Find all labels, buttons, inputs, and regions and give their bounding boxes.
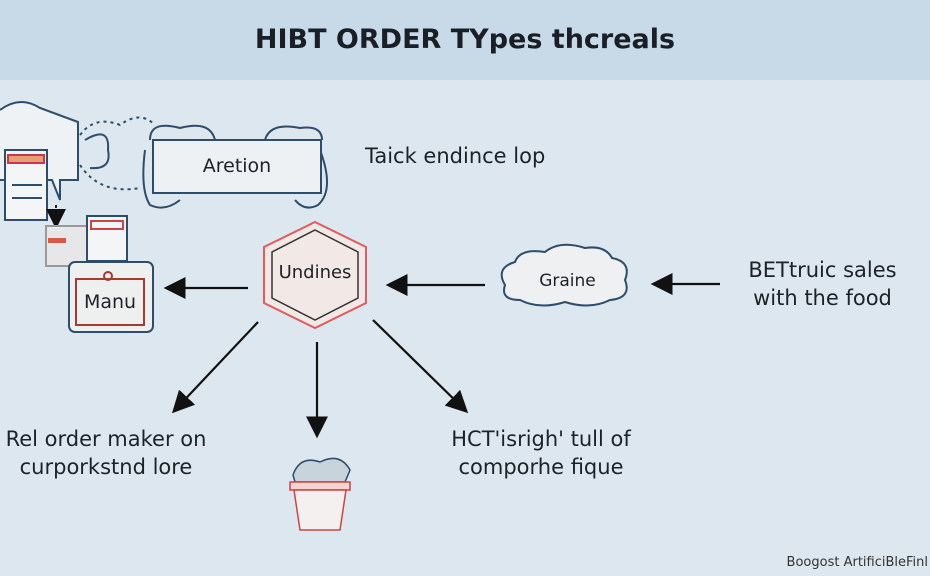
bottom-right-line: comporhe fique bbox=[458, 455, 624, 479]
header-band bbox=[0, 0, 930, 80]
feedback-label: Taick endince lop bbox=[365, 144, 546, 168]
footer-watermark: Boogost ArtificiBleFinl bbox=[786, 555, 928, 570]
right-text-line: BETtruic sales bbox=[748, 258, 897, 282]
bottom-right-text: HCT'isrigh' tull of comporhe fique bbox=[430, 425, 652, 481]
cloud-node-label: Graine bbox=[539, 271, 596, 291]
center-hexagon-shape bbox=[263, 220, 367, 330]
connector-arrows bbox=[163, 273, 720, 439]
bottom-left-line: curporkstnd lore bbox=[19, 455, 193, 479]
basket-icon bbox=[289, 457, 351, 531]
menu-node-shape bbox=[68, 261, 154, 333]
cloud-node-shape bbox=[500, 243, 628, 307]
action-node-shape bbox=[142, 124, 328, 209]
bottom-left-text: Rel order maker on curporkstnd lore bbox=[0, 425, 212, 481]
center-node-label: Undines bbox=[278, 262, 352, 283]
page-title: HIBT ORDER TYpes thcreals bbox=[254, 24, 676, 55]
bottom-right-line: HCT'isrigh' tull of bbox=[451, 427, 631, 451]
action-node-label: Aretion bbox=[202, 155, 272, 177]
menu-node-label: Manu bbox=[83, 291, 137, 313]
bottom-left-line: Rel order maker on bbox=[5, 427, 207, 451]
document-stack-icon bbox=[0, 101, 156, 267]
right-text-line: with the food bbox=[753, 286, 892, 310]
right-text: BETtruic sales with the food bbox=[730, 256, 915, 312]
